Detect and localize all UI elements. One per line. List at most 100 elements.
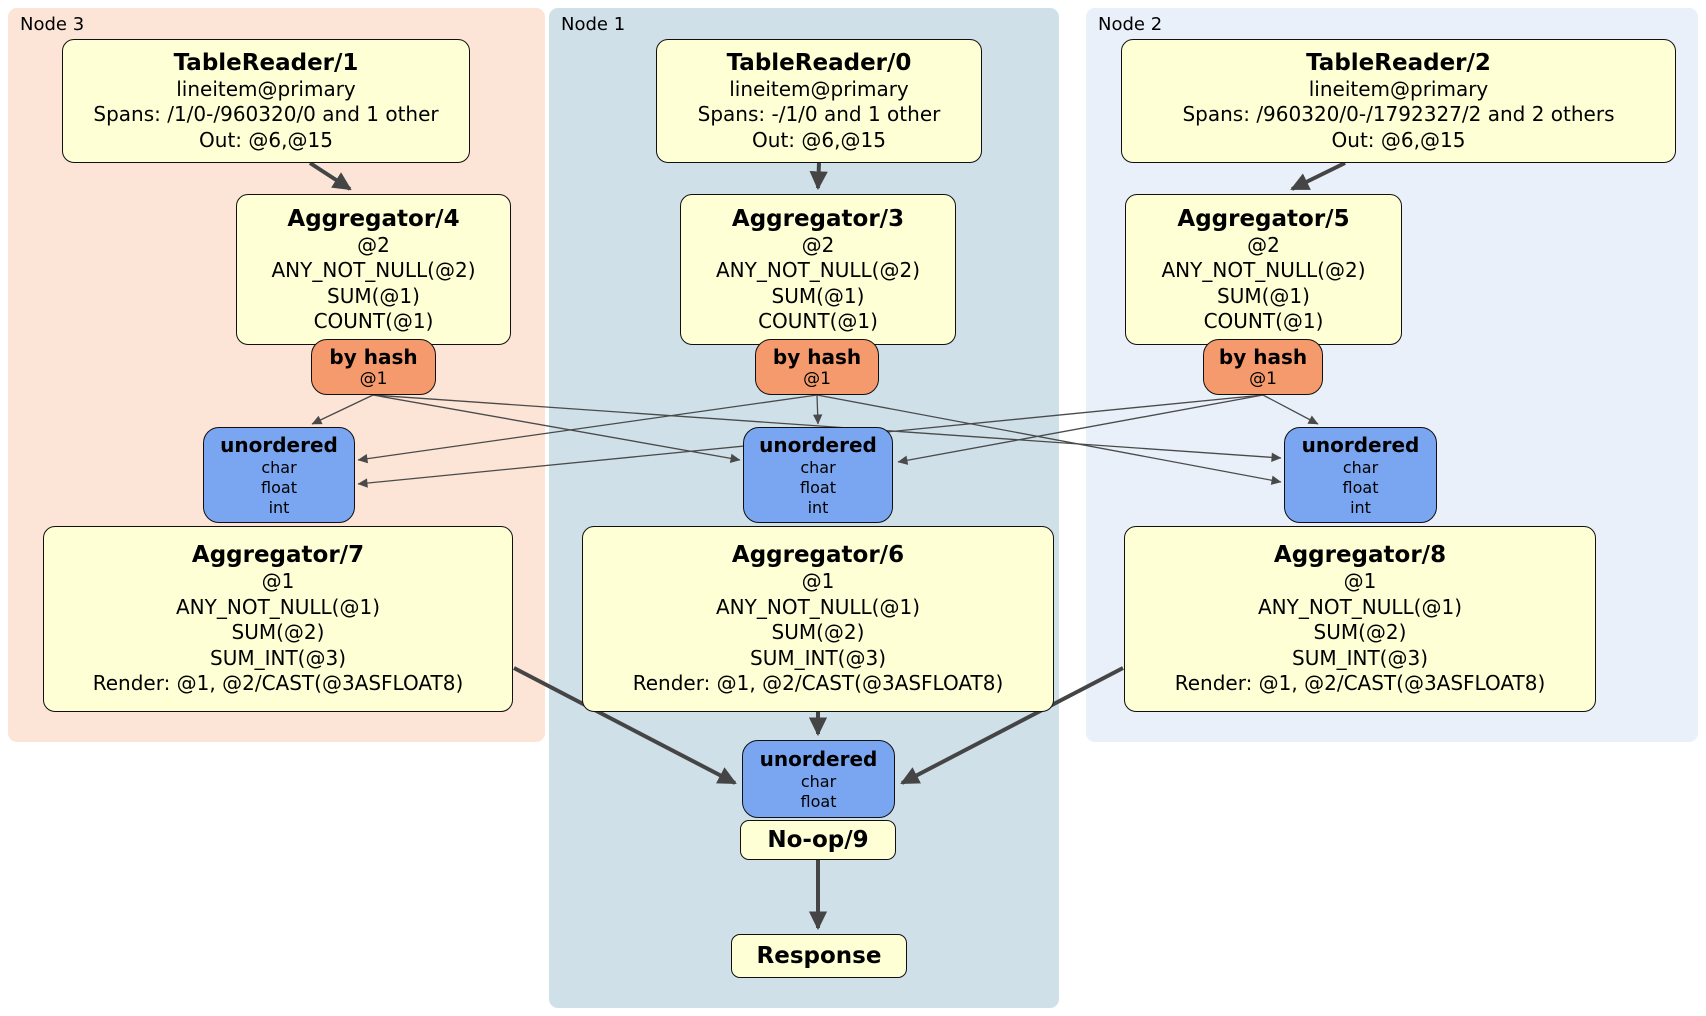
processor-line: @2 <box>357 232 390 257</box>
processor-title: Aggregator/3 <box>731 205 905 232</box>
router-key: @1 <box>1249 368 1277 389</box>
edge-tr0-agg3 <box>809 162 828 191</box>
sync-title: unordered <box>1301 432 1420 457</box>
sync-unordered-final: unordered char float <box>742 740 895 818</box>
router-title: by hash <box>329 344 418 369</box>
sync-type: int <box>268 497 290 517</box>
processor-tablereader-2: TableReader/2 lineitem@primary Spans: /9… <box>1121 39 1676 163</box>
edge-hash1-un1 <box>812 394 823 425</box>
processor-title: Aggregator/4 <box>287 205 460 232</box>
sync-type: float <box>800 791 837 811</box>
processor-aggregator-8: Aggregator/8 @1 ANY_NOT_NULL(@1) SUM(@2)… <box>1124 526 1596 712</box>
edge-hash2-un2 <box>1262 394 1319 425</box>
processor-line: SUM(@2) <box>771 620 865 645</box>
processor-line: lineitem@primary <box>729 76 909 101</box>
processor-line: SUM(@2) <box>1313 620 1407 645</box>
router-key: @1 <box>359 368 388 389</box>
sync-unordered-node1: unordered char float int <box>743 427 893 523</box>
processor-line: COUNT(@1) <box>313 309 434 333</box>
processor-line: SUM(@1) <box>1217 283 1310 308</box>
processor-line: SUM_INT(@3) <box>210 645 346 670</box>
processor-noop-9: No-op/9 <box>740 820 896 860</box>
processor-line: Out: @6,@15 <box>752 127 886 152</box>
sync-type: int <box>807 497 829 517</box>
edge-agg7-sync <box>513 666 737 785</box>
processor-title: TableReader/0 <box>726 49 912 76</box>
thick-edges <box>308 161 1346 931</box>
processor-line: @1 <box>1343 569 1377 594</box>
sync-type: char <box>800 771 837 791</box>
edge-hash3-un2 <box>372 394 1282 463</box>
processor-title: Aggregator/5 <box>1177 205 1350 232</box>
processor-line: SUM_INT(@3) <box>1292 645 1428 670</box>
panel-node-1-label: Node 1 <box>561 14 626 35</box>
processor-title: Aggregator/6 <box>731 542 905 569</box>
processor-line: Render: @1, @2/CAST(@3ASFLOAT8) <box>632 671 1004 696</box>
processor-line: Spans: /1/0-/960320/0 and 1 other <box>93 102 439 127</box>
edge-agg8-sync <box>900 666 1124 785</box>
sync-title: unordered <box>220 432 338 457</box>
processor-line: Render: @1, @2/CAST(@3ASFLOAT8) <box>1174 671 1546 696</box>
processor-line: Spans: -/1/0 and 1 other <box>697 102 941 127</box>
processor-line: ANY_NOT_NULL(@1) <box>1258 594 1462 619</box>
sync-type: char <box>261 457 297 477</box>
processor-line: ANY_NOT_NULL(@1) <box>716 594 920 619</box>
processor-line: SUM(@1) <box>771 283 865 308</box>
processor-aggregator-4: Aggregator/4 @2 ANY_NOT_NULL(@2) SUM(@1)… <box>236 194 511 345</box>
router-title: by hash <box>1218 344 1308 369</box>
sync-title: unordered <box>759 746 878 771</box>
processor-line: @2 <box>801 232 835 257</box>
processor-title: Aggregator/7 <box>191 542 365 569</box>
edge-tr1-agg4 <box>308 161 352 191</box>
sync-unordered-node2: unordered char float int <box>1284 427 1437 523</box>
processor-line: SUM(@1) <box>327 283 420 308</box>
edge-tr2-agg5 <box>1290 161 1346 191</box>
processor-aggregator-6: Aggregator/6 @1 ANY_NOT_NULL(@1) SUM(@2)… <box>582 526 1054 712</box>
sync-unordered-node3: unordered char float int <box>203 427 355 523</box>
router-by-hash-node3: by hash @1 <box>311 339 436 395</box>
router-by-hash-node2: by hash @1 <box>1203 339 1323 395</box>
processor-title: TableReader/1 <box>173 49 359 76</box>
router-by-hash-node1: by hash @1 <box>755 339 879 395</box>
processor-line: ANY_NOT_NULL(@2) <box>271 258 476 282</box>
sync-type: int <box>1350 497 1371 517</box>
edge-hash2-un1 <box>897 394 1264 465</box>
edge-hash1-un3 <box>357 394 818 464</box>
processor-tablereader-1: TableReader/1 lineitem@primary Spans: /1… <box>62 39 470 163</box>
processor-line: SUM(@2) <box>231 620 325 645</box>
edge-hash3-un3 <box>311 394 374 425</box>
sync-type: float <box>1342 477 1379 497</box>
processor-aggregator-5: Aggregator/5 @2 ANY_NOT_NULL(@2) SUM(@1)… <box>1125 194 1402 345</box>
processor-line: Render: @1, @2/CAST(@3ASFLOAT8) <box>92 671 464 696</box>
processor-line: SUM_INT(@3) <box>750 645 886 670</box>
processor-aggregator-3: Aggregator/3 @2 ANY_NOT_NULL(@2) SUM(@1)… <box>680 194 956 345</box>
processor-line: COUNT(@1) <box>1203 309 1324 333</box>
router-title: by hash <box>772 344 862 369</box>
processor-aggregator-7: Aggregator/7 @1 ANY_NOT_NULL(@1) SUM(@2)… <box>43 526 513 712</box>
processor-title: Aggregator/8 <box>1273 542 1447 569</box>
processor-line: ANY_NOT_NULL(@2) <box>716 258 920 282</box>
processor-line: lineitem@primary <box>1308 76 1489 101</box>
processor-line: ANY_NOT_NULL(@2) <box>1161 258 1366 282</box>
processor-line: @1 <box>261 569 295 594</box>
sync-type: char <box>1342 457 1379 477</box>
processor-line: @2 <box>1247 232 1280 257</box>
processor-line: lineitem@primary <box>176 76 356 101</box>
edge-hash3-un1 <box>372 394 741 463</box>
processor-title: No-op/9 <box>767 827 869 853</box>
sync-type: char <box>800 457 836 477</box>
edge-hash1-un2 <box>816 394 1282 485</box>
processor-line: Out: @6,@15 <box>1331 127 1466 152</box>
sync-title: unordered <box>759 432 877 457</box>
processor-line: Out: @6,@15 <box>199 127 333 152</box>
sync-type: float <box>261 477 297 497</box>
processor-line: COUNT(@1) <box>758 309 878 333</box>
processor-line: ANY_NOT_NULL(@1) <box>176 594 380 619</box>
processor-tablereader-0: TableReader/0 lineitem@primary Spans: -/… <box>656 39 982 163</box>
processor-line: @1 <box>801 569 835 594</box>
panel-node-3-label: Node 3 <box>20 14 85 35</box>
processor-response: Response <box>731 934 907 978</box>
sync-type: float <box>800 477 836 497</box>
